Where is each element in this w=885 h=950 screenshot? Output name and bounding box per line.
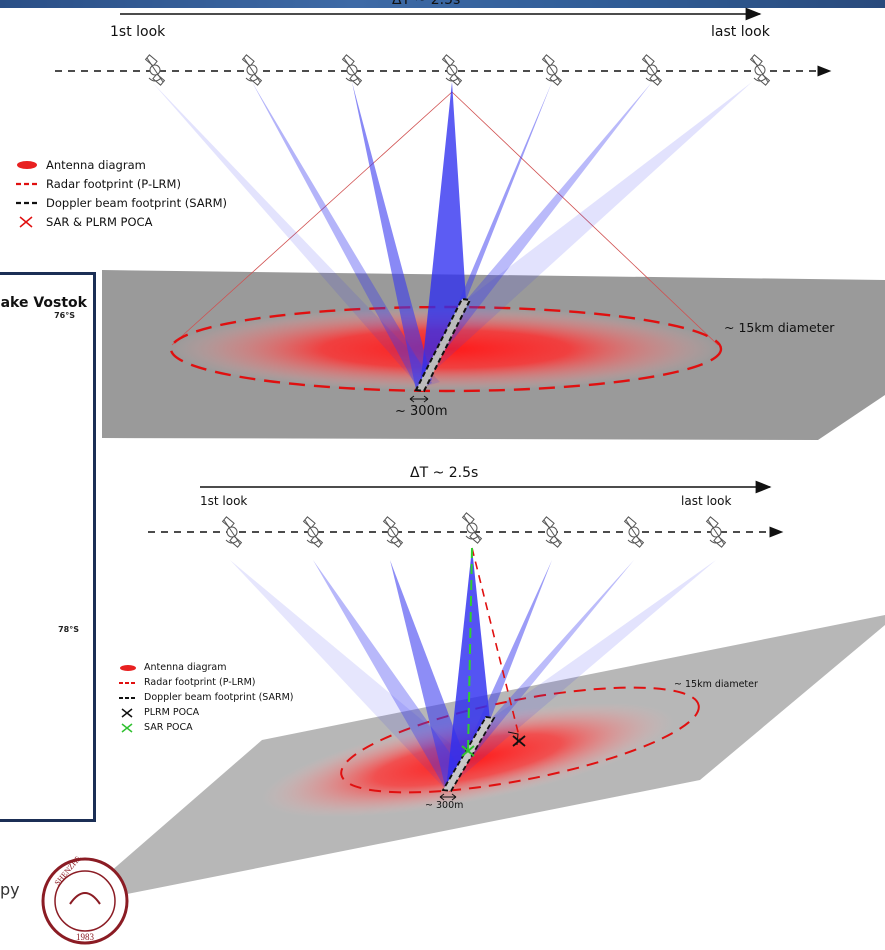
- plrm-poca-marker: [507, 731, 526, 747]
- top-diameter-label: ~ 15km diameter: [724, 320, 835, 335]
- top-satellites: [145, 54, 770, 86]
- top-antenna-ellipse: [171, 307, 721, 391]
- panel-lat-bottom: 78°S: [58, 625, 79, 634]
- sar-poca-marker: [461, 745, 475, 757]
- legend-row-poca: SAR & PLRM POCA: [14, 212, 227, 231]
- top-timeline-label: ΔT ~ 2.5s: [392, 0, 461, 8]
- bottom-width-label: ~ 300m: [425, 800, 464, 811]
- bottom-doppler-footprint: [441, 716, 496, 792]
- doppler-footprint-icon: [14, 197, 40, 209]
- sar-geometry-figure: [55, 7, 885, 905]
- legend-row-radar: Radar footprint (P-LRM): [118, 675, 294, 690]
- bottom-radar-footprint: [340, 686, 700, 794]
- bottom-diagram: [72, 480, 885, 905]
- bottom-last-look-label: last look: [681, 494, 732, 508]
- legend-row-doppler: Doppler beam footprint (SARM): [118, 690, 294, 705]
- doppler-footprint-icon: [118, 692, 138, 704]
- top-diagram: [55, 7, 885, 440]
- bottom-legend: Antenna diagram Radar footprint (P-LRM) …: [118, 660, 294, 735]
- poca-cross-icon: [14, 215, 40, 228]
- bottom-first-look-label: 1st look: [200, 494, 248, 508]
- radar-footprint-icon: [14, 178, 40, 190]
- bottom-timeline-label: ΔT ~ 2.5s: [410, 465, 479, 481]
- lake-vostok-panel: ake Vostok 76°S 78°S: [0, 272, 96, 822]
- legend-row-antenna: Antenna diagram: [14, 155, 227, 174]
- sar-poca-cross-icon: [118, 722, 138, 734]
- antenna-diagram-icon: [14, 159, 40, 171]
- bottom-satellites: [222, 512, 726, 548]
- panel-title: ake Vostok: [0, 295, 87, 311]
- top-width-label: ~ 300m: [395, 404, 448, 419]
- plrm-poca-cross-icon: [118, 707, 138, 719]
- top-first-look-label: 1st look: [110, 24, 166, 40]
- legend-row-radar: Radar footprint (P-LRM): [14, 174, 227, 193]
- cropped-footer-text: py: [0, 880, 20, 899]
- bottom-diameter-label: ~ 15km diameter: [674, 679, 758, 690]
- top-doppler-footprint: [414, 297, 472, 393]
- antenna-diagram-icon: [118, 662, 138, 674]
- legend-row-plrm-poca: PLRM POCA: [118, 705, 294, 720]
- svg-text:1983: 1983: [76, 932, 95, 942]
- top-legend: Antenna diagram Radar footprint (P-LRM) …: [14, 155, 227, 231]
- panel-lat-top: 76°S: [54, 311, 75, 320]
- legend-row-sar-poca: SAR POCA: [118, 720, 294, 735]
- top-last-look-label: last look: [711, 24, 770, 40]
- top-banner-strip: [0, 0, 885, 8]
- legend-row-doppler: Doppler beam footprint (SARM): [14, 193, 227, 212]
- university-seal-logo: 1983 SHENZHE: [40, 853, 130, 946]
- legend-row-antenna: Antenna diagram: [118, 660, 294, 675]
- radar-footprint-icon: [118, 677, 138, 689]
